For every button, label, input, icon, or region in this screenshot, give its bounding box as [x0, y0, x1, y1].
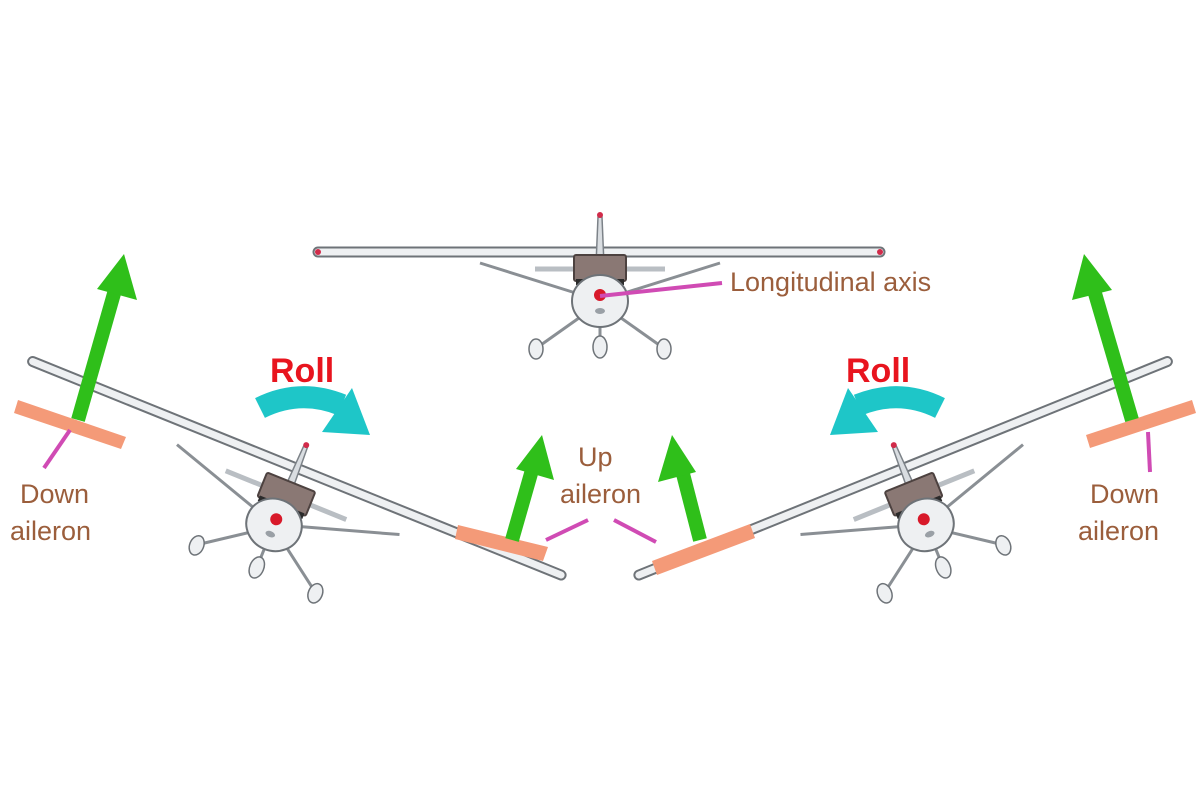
longitudinal-axis-leader	[599, 281, 723, 298]
down-aileron-right-label-line2: aileron	[1078, 516, 1159, 546]
up-aileron-label-line2: aileron	[560, 479, 641, 509]
roll-label-right: Roll	[846, 352, 910, 390]
down-aileron-right-leader	[1146, 431, 1152, 473]
down-aileron-right	[1086, 400, 1196, 448]
up-aileron-left-plane	[455, 525, 548, 561]
curved-arrow-icon	[830, 386, 945, 435]
longitudinal-axis-label: Longitudinal axis	[730, 267, 931, 297]
roll-label-left: Roll	[270, 352, 334, 390]
arrow-up-icon	[658, 435, 707, 542]
curved-arrow-icon	[255, 386, 370, 435]
up-aileron-leader-left	[545, 518, 589, 542]
arrow-up-icon	[71, 254, 137, 422]
airplane-icon	[312, 212, 886, 359]
arrow-up-icon	[505, 435, 554, 542]
arrow-up-icon	[1072, 254, 1139, 422]
down-aileron-left-leader	[42, 428, 72, 470]
down-aileron-right-label-line1: Down	[1090, 479, 1159, 509]
down-aileron-left	[14, 400, 126, 449]
up-aileron-label-line1: Up	[578, 442, 613, 472]
down-aileron-left-label-line1: Down	[20, 479, 89, 509]
down-aileron-left-label-line2: aileron	[10, 516, 91, 546]
up-aileron-leader-right	[613, 518, 657, 544]
up-aileron-right-plane	[652, 524, 755, 575]
